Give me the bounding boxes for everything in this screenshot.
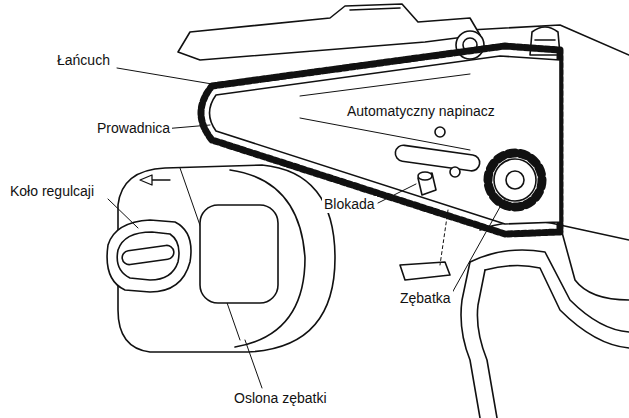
part-label: Oslona zębatki — [232, 390, 329, 407]
part-label: Prowadnica — [95, 120, 172, 137]
part-label: Zębatka — [398, 290, 453, 307]
part-label: Koło regulcaji — [8, 183, 96, 200]
part-label: Łańcuch — [55, 52, 112, 69]
part-label: Automatyczny napinacz — [345, 103, 497, 120]
part-label: Blokada — [322, 196, 377, 213]
